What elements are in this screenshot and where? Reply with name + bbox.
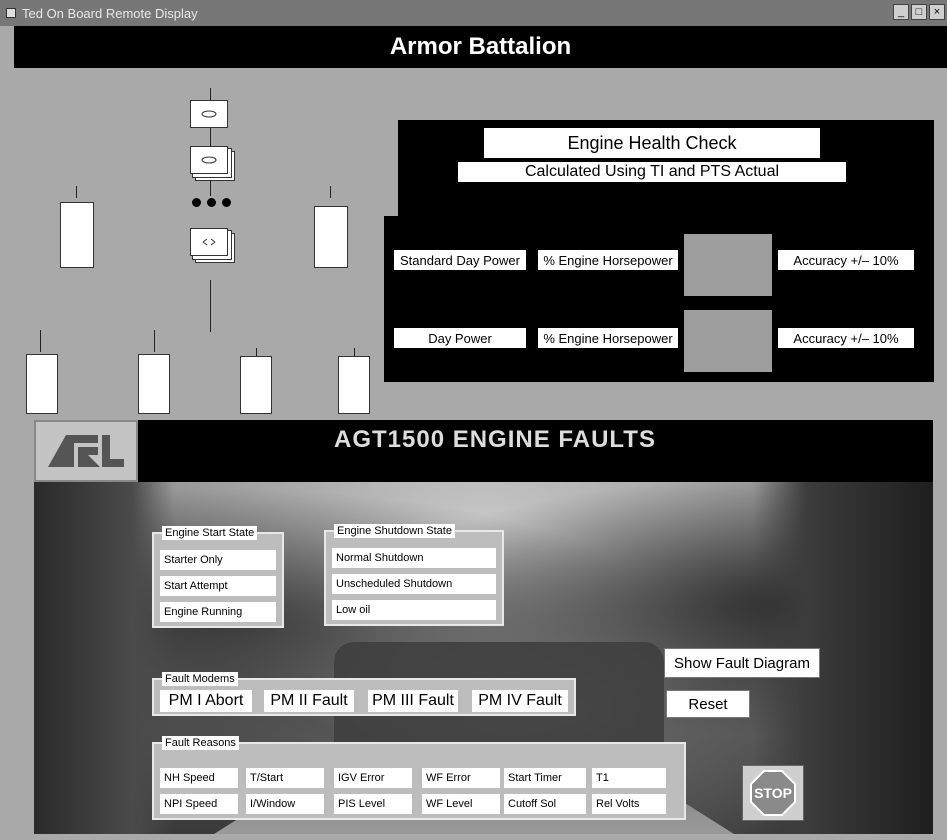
app-icon	[6, 8, 16, 18]
stop-sign-icon: STOP	[750, 770, 796, 816]
stop-label: STOP	[754, 785, 792, 801]
standard-day-power-accuracy: Accuracy +/– 10%	[778, 250, 914, 270]
standard-day-power-label: Standard Day Power	[394, 250, 526, 270]
power-readout-panel: Standard Day Power % Engine Horsepower A…	[384, 216, 934, 382]
start-state-engine-running: Engine Running	[160, 602, 276, 622]
page-title: Armor Battalion	[389, 33, 572, 60]
page-header: Armor Battalion	[14, 26, 947, 68]
reason-i-window: I/Window	[246, 794, 324, 814]
minimize-icon[interactable]: _	[893, 4, 909, 20]
reason-start-timer: Start Timer	[504, 768, 586, 788]
engine-health-panel: Engine Health Check Calculated Using TI …	[398, 120, 934, 216]
reason-npi-speed: NPI Speed	[160, 794, 238, 814]
fault-reasons-group: Fault Reasons NH Speed T/Start IGV Error…	[152, 736, 686, 820]
engine-shutdown-state-group: Engine Shutdown State Normal Shutdown Un…	[324, 524, 504, 626]
ellipsis-dots	[192, 198, 231, 207]
window-title: Ted On Board Remote Display	[22, 5, 198, 21]
group-legend: Engine Start State	[162, 526, 258, 540]
group-legend: Engine Shutdown State	[334, 524, 455, 538]
vehicle-box-bottom-1[interactable]	[26, 354, 58, 414]
window-controls: _ □ ×	[893, 4, 945, 20]
reason-rel-volts: Rel Volts	[592, 794, 666, 814]
faults-title: AGT1500 ENGINE FAULTS	[334, 426, 656, 453]
modem-pm2-fault: PM II Fault	[264, 690, 354, 712]
reason-nh-speed: NH Speed	[160, 768, 238, 788]
network-diagram	[14, 68, 384, 428]
vehicle-box-bottom-4[interactable]	[338, 356, 370, 414]
reason-cutoff-sol: Cutoff Sol	[504, 794, 586, 814]
vehicle-box-right[interactable]	[314, 206, 348, 268]
vehicle-box-bottom-3[interactable]	[240, 356, 272, 414]
day-power-accuracy: Accuracy +/– 10%	[778, 328, 914, 348]
close-icon[interactable]: ×	[929, 4, 945, 20]
reason-pis-level: PIS Level	[334, 794, 412, 814]
reason-igv-error: IGV Error	[334, 768, 412, 788]
standard-day-power-gauge	[684, 234, 772, 296]
start-state-start-attempt: Start Attempt	[160, 576, 276, 596]
reset-button[interactable]: Reset	[666, 690, 750, 718]
day-power-unit: % Engine Horsepower	[538, 328, 678, 348]
node-stack-icon[interactable]	[190, 146, 228, 174]
maximize-icon[interactable]: □	[911, 4, 927, 20]
group-legend: Fault Reasons	[162, 736, 239, 750]
health-title: Engine Health Check	[484, 128, 820, 158]
modem-pm4-fault: PM IV Fault	[472, 690, 568, 712]
health-subtitle: Calculated Using TI and PTS Actual	[458, 162, 846, 182]
node-icon-top[interactable]	[190, 100, 228, 128]
shutdown-state-low-oil: Low oil	[332, 600, 496, 620]
window-titlebar: Ted On Board Remote Display _ □ ×	[0, 0, 947, 26]
show-fault-diagram-button[interactable]: Show Fault Diagram	[664, 648, 820, 678]
group-legend: Fault Modems	[162, 672, 238, 686]
engine-faults-header: AGT1500 ENGINE FAULTS	[34, 420, 933, 482]
shutdown-state-unscheduled: Unscheduled Shutdown	[332, 574, 496, 594]
node-stack-icon-lower[interactable]	[190, 228, 228, 256]
modem-pm1-abort: PM I Abort	[160, 690, 252, 712]
reason-t-start: T/Start	[246, 768, 324, 788]
arl-logo	[34, 420, 138, 482]
day-power-label: Day Power	[394, 328, 526, 348]
reason-wf-level: WF Level	[422, 794, 500, 814]
modem-pm3-fault: PM III Fault	[368, 690, 458, 712]
shutdown-state-normal: Normal Shutdown	[332, 548, 496, 568]
reason-t1: T1	[592, 768, 666, 788]
fault-modems-group: Fault Modems PM I Abort PM II Fault PM I…	[152, 672, 576, 716]
standard-day-power-unit: % Engine Horsepower	[538, 250, 678, 270]
start-state-starter-only: Starter Only	[160, 550, 276, 570]
day-power-gauge	[684, 310, 772, 372]
engine-start-state-group: Engine Start State Starter Only Start At…	[152, 526, 284, 628]
stop-button[interactable]: STOP	[742, 765, 804, 821]
reason-wf-error: WF Error	[422, 768, 500, 788]
vehicle-box-left[interactable]	[60, 202, 94, 268]
vehicle-box-bottom-2[interactable]	[138, 354, 170, 414]
